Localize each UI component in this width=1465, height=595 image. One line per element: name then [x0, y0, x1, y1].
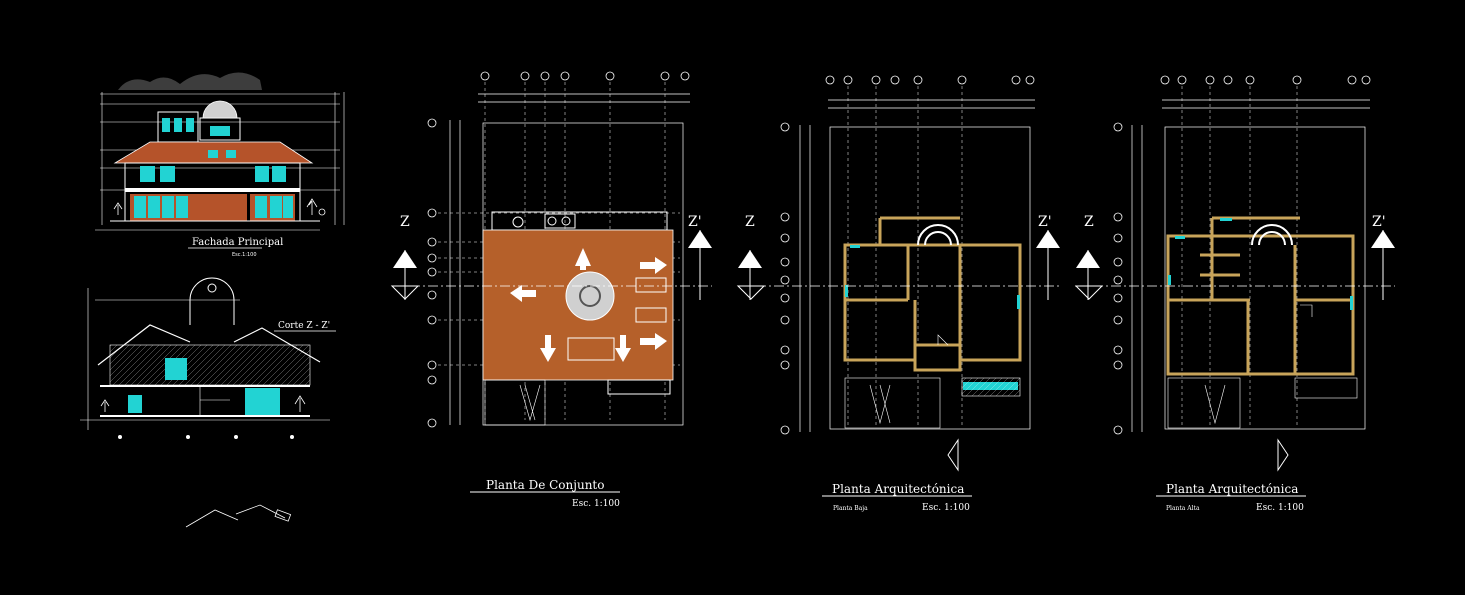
ground-plan-scale: Esc. 1:100 [922, 503, 970, 513]
site-plan-scale: Esc. 1:100 [572, 499, 620, 509]
upper-plan-scale: Esc. 1:100 [1256, 503, 1304, 513]
section-title: Corte Z - Z' [278, 321, 330, 331]
upper-cut-left-label: Z [1084, 214, 1094, 230]
site-plan-title: Planta De Conjunto [486, 478, 604, 492]
building-section: Corte Z - Z' [80, 277, 336, 439]
ground-plan-subtitle: Planta Baja [833, 505, 868, 512]
front-elevation: Fachada Principal Esc.1:100 [95, 72, 345, 258]
site-cut-right-label: Z' [688, 214, 702, 230]
upper-plan-subtitle: Planta Alta [1166, 505, 1200, 512]
upper-plan-title: Planta Arquitectónica [1166, 482, 1298, 496]
elevation-title: Fachada Principal [192, 237, 283, 248]
ground-plan-title: Planta Arquitectónica [832, 482, 964, 496]
north-arrow-icon [185, 504, 292, 528]
upper-floor-plan: Z Z' Planta Arquitectónica Planta Alta E… [1074, 75, 1395, 513]
ground-cut-right-label: Z' [1038, 214, 1052, 230]
ground-floor-plan: Z Z' Planta Arquitectónica Planta Baja E… [736, 75, 1060, 513]
upper-cut-right-label: Z' [1372, 214, 1386, 230]
ground-cut-left-label: Z [745, 214, 755, 230]
site-cut-left-label: Z [400, 214, 410, 230]
elevation-scale: Esc.1:100 [232, 252, 257, 258]
site-plan: Z Z' Planta De Conjunto Esc. 1:100 [390, 71, 712, 509]
